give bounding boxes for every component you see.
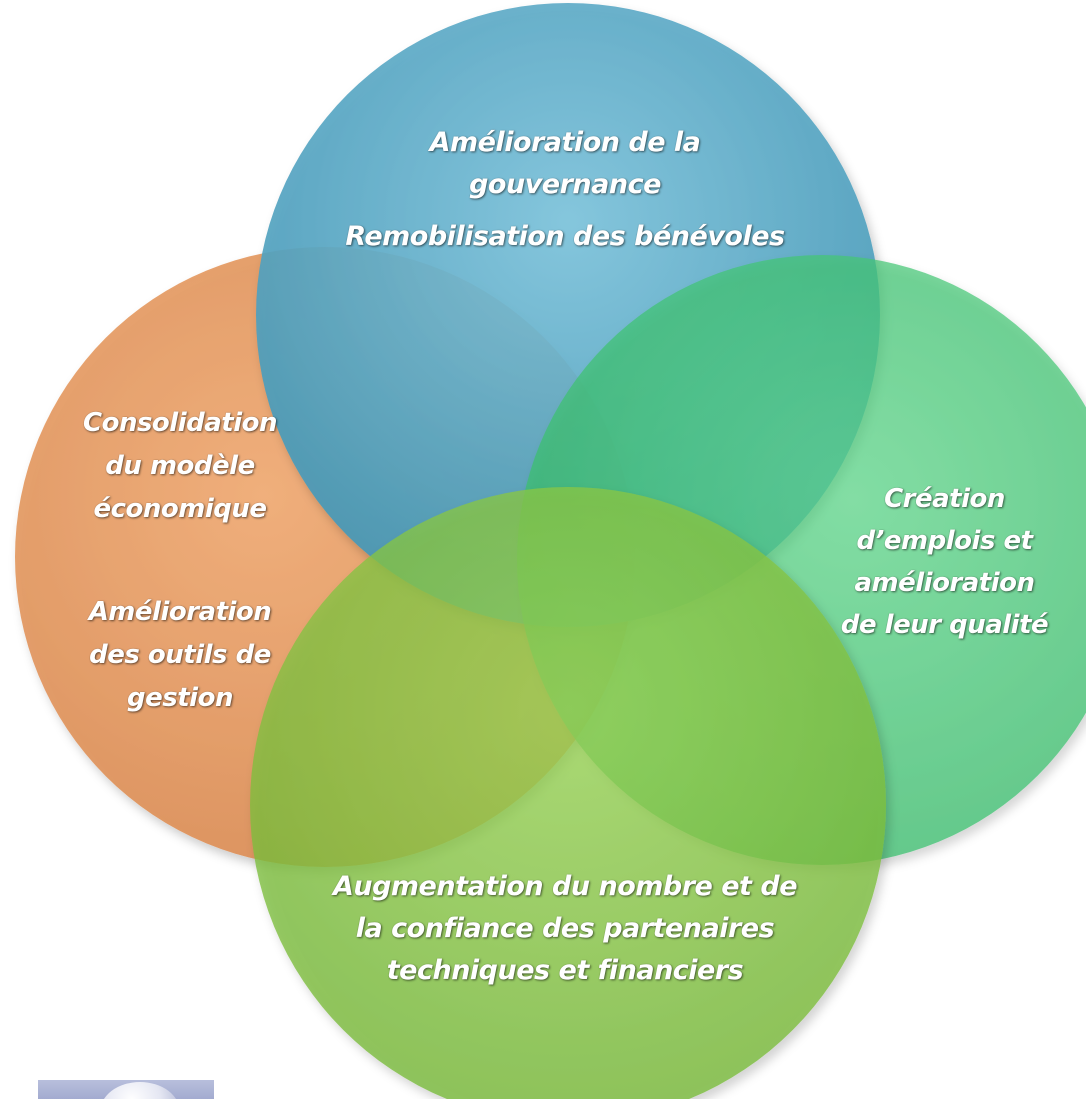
label-gap bbox=[300, 206, 830, 216]
label-line: Remobilisation des bénévoles bbox=[345, 221, 785, 252]
logo-image bbox=[38, 1080, 214, 1099]
label-line: techniques et financiers bbox=[386, 955, 744, 986]
label-line: la confiance des partenaires bbox=[355, 913, 775, 944]
label-gap bbox=[55, 531, 305, 591]
label-line: Création bbox=[884, 484, 1005, 514]
label-line: Amélioration bbox=[88, 597, 272, 627]
label-line: Augmentation du nombre et de bbox=[332, 871, 798, 902]
label-line: économique bbox=[93, 494, 267, 524]
label-line: Consolidation bbox=[83, 408, 277, 438]
label-line: du modèle bbox=[105, 451, 255, 481]
label-partners: Augmentation du nombre et de la confiance… bbox=[300, 866, 830, 992]
label-line: amélioration bbox=[854, 568, 1035, 598]
label-line: gestion bbox=[127, 683, 233, 713]
label-line: des outils de bbox=[89, 640, 271, 670]
label-line: d’emplois et bbox=[856, 526, 1033, 556]
label-line: Amélioration de la bbox=[429, 127, 701, 158]
logo-dome-icon bbox=[100, 1082, 180, 1099]
label-line: de leur qualité bbox=[840, 610, 1049, 640]
lime-circle bbox=[250, 487, 886, 1099]
label-employment: Création d’emplois et amélioration de leur … bbox=[822, 478, 1067, 646]
label-line: gouvernance bbox=[469, 169, 661, 200]
